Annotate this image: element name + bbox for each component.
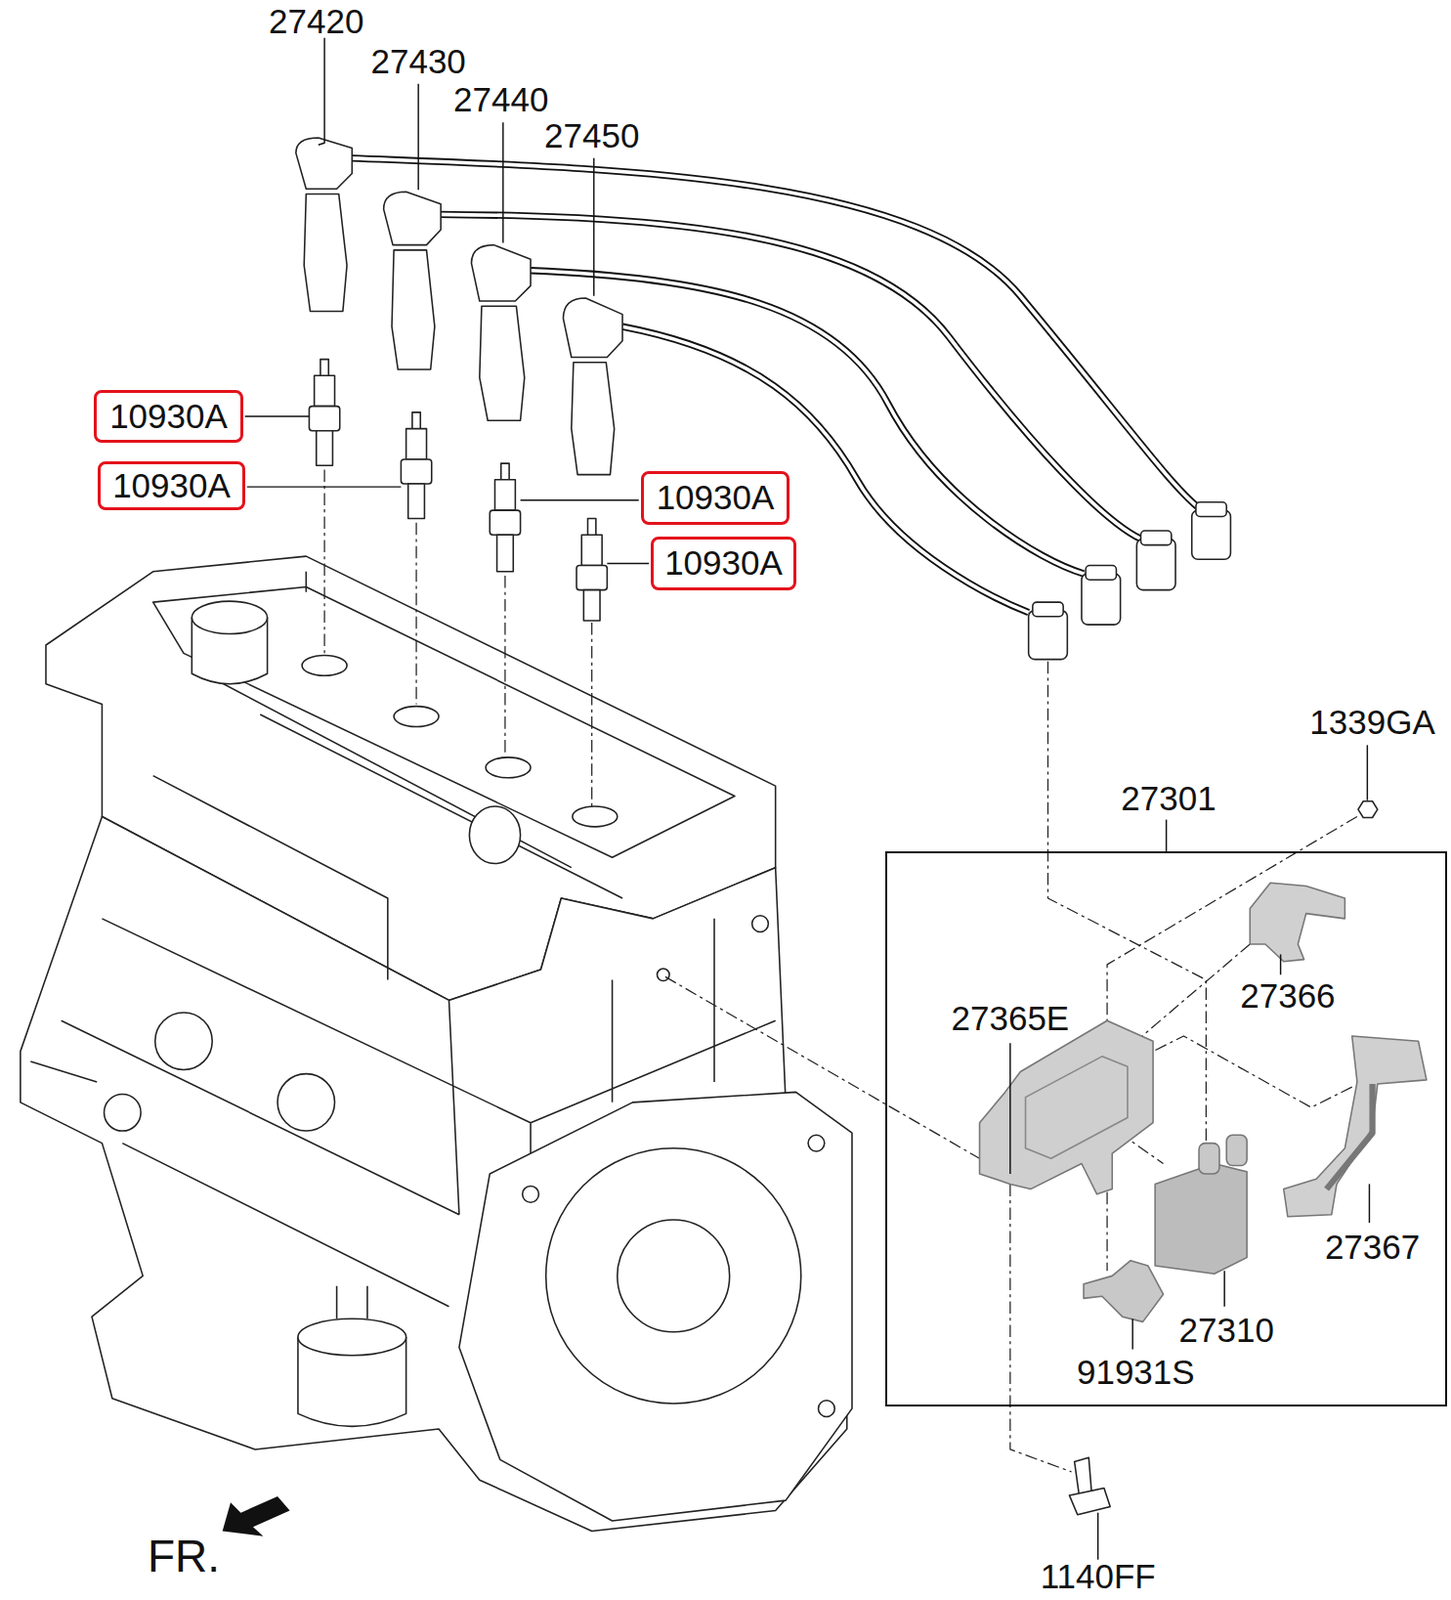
part-number: 10930A [664, 543, 783, 583]
bolt-hole [808, 1134, 825, 1152]
callout-number: 27301 [1120, 778, 1216, 818]
callout-number: 27450 [544, 116, 640, 156]
bell-housing [459, 1091, 853, 1521]
callout-number: 27420 [268, 1, 364, 42]
callout-number: 91931S [1076, 1352, 1195, 1392]
callout-number: 1140FF [1040, 1556, 1156, 1596]
coil-tower [1198, 1143, 1220, 1174]
cam-sensor [469, 806, 520, 863]
part-number: 10930A [656, 477, 775, 517]
front-arrow [222, 1495, 291, 1537]
callout-number: 27366 [1239, 976, 1335, 1016]
coil-bracket [980, 1020, 1154, 1195]
callout-box: 10930A [97, 461, 246, 511]
wire-clip [1249, 882, 1345, 961]
flywheel-opening [546, 1148, 802, 1404]
part-number: 10930A [109, 396, 228, 436]
bolt-hole [657, 968, 671, 982]
assembly-lines [324, 469, 1358, 1472]
plug-well [301, 654, 347, 676]
assembly-box: 27301 [885, 851, 1448, 1407]
coil-tower [1226, 1134, 1247, 1165]
callout-number: 27365E [951, 998, 1070, 1038]
plug-well [572, 806, 618, 827]
leader-lines [245, 38, 1370, 1560]
part-number: 10930A [112, 466, 231, 506]
plug-well [485, 757, 531, 778]
nut [1358, 801, 1378, 818]
callout-box: 10930A [93, 389, 244, 443]
callout-number: 27310 [1179, 1310, 1275, 1350]
bolt-hole [522, 1185, 540, 1202]
oil-filter-top [298, 1318, 407, 1356]
callout-number: 1339GA [1309, 702, 1435, 742]
coil-harness-cable [1326, 1083, 1373, 1190]
cam-cover [153, 586, 735, 857]
ignition-coil [1154, 1163, 1247, 1275]
callout-box: 10930A [640, 470, 790, 525]
callout-number: 27430 [370, 42, 466, 82]
spark-plugs [308, 359, 607, 621]
plug-boots [296, 137, 623, 475]
callout-number: 27440 [453, 80, 549, 120]
oil-cap-top [191, 600, 267, 634]
port [104, 1093, 142, 1131]
bolt [1068, 1456, 1110, 1514]
filter-mount [337, 1285, 368, 1319]
port [277, 1073, 335, 1131]
bolt-hole [818, 1400, 836, 1417]
bracket-clip [1083, 1260, 1163, 1323]
coil-harness [1283, 1035, 1427, 1217]
bracket-window [1025, 1056, 1128, 1158]
coil-boots [1028, 502, 1232, 660]
bolt-hole [752, 915, 769, 933]
ignition-wires [351, 158, 1202, 613]
port [155, 1012, 213, 1069]
crank-opening [617, 1219, 730, 1332]
callout-number: 27367 [1324, 1227, 1420, 1267]
callout-box: 10930A [650, 536, 797, 591]
plug-well [393, 706, 439, 727]
direction-label: FR. [147, 1530, 220, 1582]
